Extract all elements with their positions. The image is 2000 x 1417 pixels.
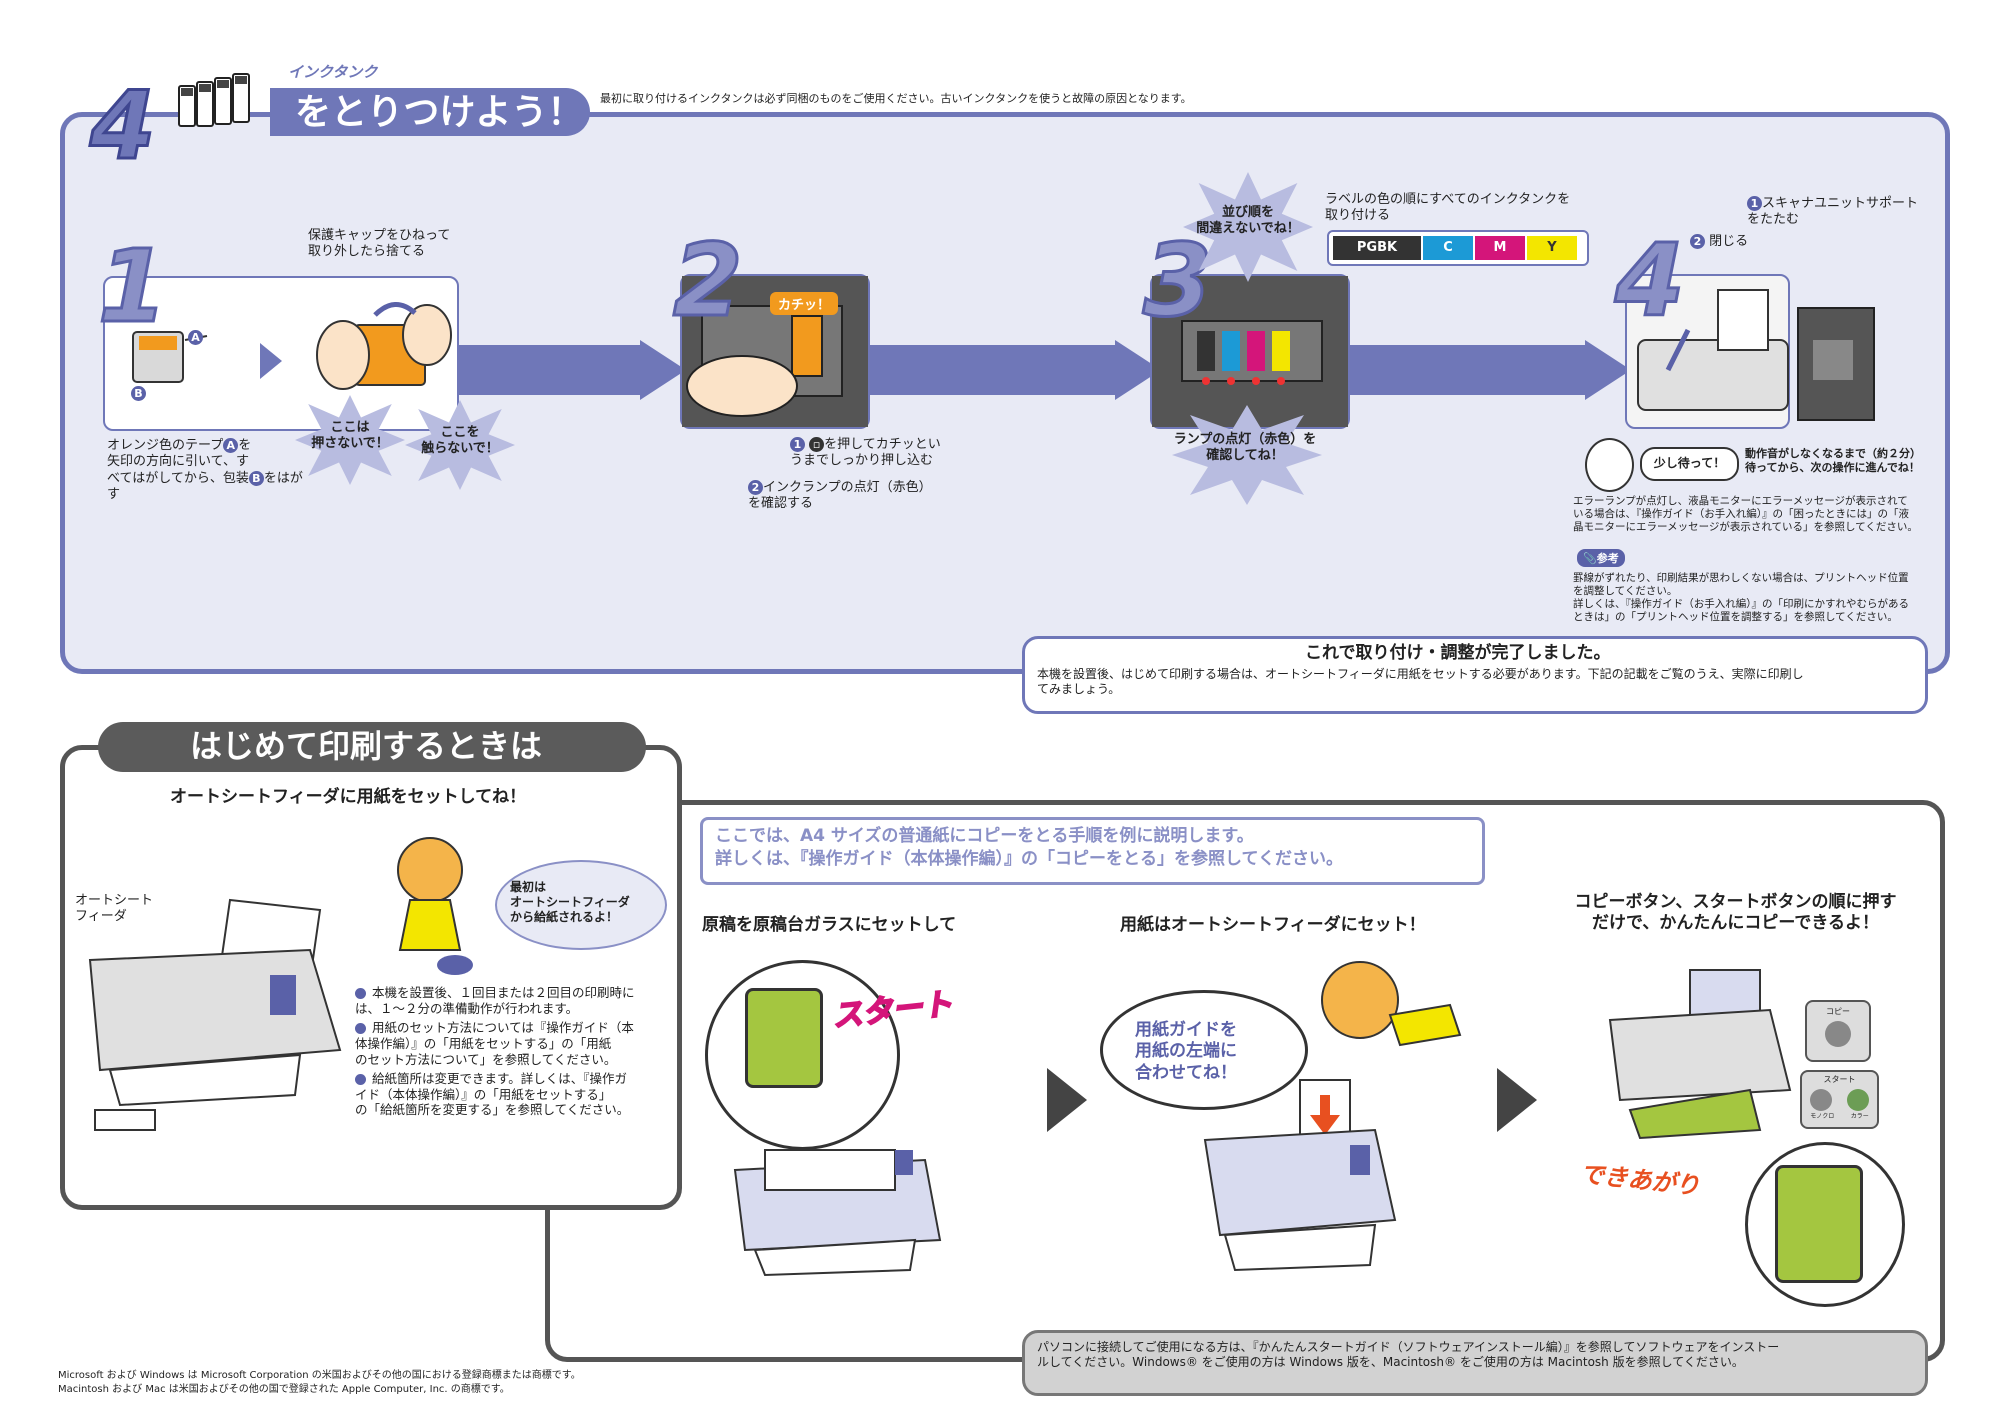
burst-dont-touch <box>405 400 515 490</box>
label-note: ラベルの色の順にすべてのインクタンクを 取り付ける <box>1325 192 1571 224</box>
bullet-item: 用紙のセット方法については『操作ガイド（本 体操作編）』の「用紙をセットする」の… <box>355 1020 634 1067</box>
flow-arrow-1 <box>455 345 645 395</box>
hands-illustration <box>316 302 452 390</box>
step4-illustration <box>1637 289 1875 421</box>
printer-illustration <box>88 898 342 1131</box>
first-print-bullets: 本機を設置後、１回目または２回目の印刷時に は、１～２分の準備動作が行われます。… <box>355 985 675 1118</box>
completion-title: これで取り付け・調整が完了しました。 <box>1305 643 1611 663</box>
tape-mark-b: B <box>131 386 146 401</box>
copy-arrow-2 <box>1497 1068 1537 1132</box>
color-order-strip: PGBK C M Y <box>1327 230 1589 266</box>
burst-order <box>1183 172 1313 282</box>
mono-start-button[interactable] <box>1809 1089 1832 1111</box>
burst-dont-press <box>295 395 405 485</box>
first-print-title-bar <box>98 722 646 772</box>
wait-note: 動作音がしなくなるまで（約２分） 待ってから、次の操作に進んでね！ <box>1745 447 1921 474</box>
step3-number: 3 <box>1142 221 1215 341</box>
footer-line-2: Macintosh および Mac は米国およびその他の国で登録された Appl… <box>58 1384 510 1395</box>
copied-document <box>1775 1165 1863 1283</box>
guide-bubble-text: 用紙ガイドを 用紙の左端に 合わせてね！ <box>1135 1020 1237 1083</box>
color-c: C <box>1423 236 1473 260</box>
step2-instruction-1: 1 ▫を押してカチッとい うまでしっかり押し込む <box>790 437 941 469</box>
burst-lamp <box>1172 405 1322 505</box>
flow-arrow-1-head <box>640 340 686 400</box>
first-print-bubble <box>495 860 667 950</box>
ink-tank-label: インクタンク <box>288 63 378 81</box>
install-title-bar <box>270 88 590 136</box>
copy-info-box <box>700 817 1485 885</box>
reference-note: 罫線がずれたり、印刷結果が思わしくない場合は、プリントヘッド位置 を調整してくだ… <box>1573 572 1909 624</box>
copy-step2-title: 用紙はオートシートフィーダにセット！ <box>1120 915 1426 935</box>
step1-number: 1 <box>97 227 170 347</box>
error-note: エラーランプが点灯し、液晶モニターにエラーメッセージが表示されて いる場合は、『… <box>1573 495 1918 534</box>
character-icon <box>1585 438 1634 492</box>
character-illustration-2 <box>1321 961 1462 1047</box>
color-pgbk: PGBK <box>1333 236 1421 260</box>
character-illustration-1 <box>397 837 473 975</box>
copy-button[interactable]: コピー <box>1805 1000 1871 1062</box>
pc-note-box <box>1022 1330 1928 1396</box>
flow-arrow-3-head <box>1585 340 1631 400</box>
copy-printer-1 <box>733 1149 942 1277</box>
copy-button-icon <box>1825 1021 1851 1047</box>
feeder-label: オートシート フィーダ <box>75 893 154 925</box>
step2-number: 2 <box>672 221 745 341</box>
burst-lamp-text: ランプの点灯（赤色）を 確認してね！ <box>1173 432 1317 464</box>
wait-bubble: 少し待って！ <box>1640 447 1739 481</box>
start-panel: スタート モノクロ カラー <box>1800 1070 1879 1129</box>
cap-note: 保護キャップをひねって 取り外したら捨てる <box>308 228 451 260</box>
step3-illustration <box>1152 276 1348 427</box>
first-print-subtitle: オートシートフィーダに用紙をセットしてね！ <box>170 787 527 807</box>
flow-arrow-3 <box>1340 345 1590 395</box>
push-icon: ▫ <box>809 437 825 452</box>
install-title: をとりつけよう！ <box>295 92 584 133</box>
first-print-title: はじめて印刷するときは <box>190 727 543 765</box>
original-document <box>745 988 823 1088</box>
burst-order-text: 並び順を 間違えないでね！ <box>1196 205 1300 237</box>
copy-step1-title: 原稿を原稿台ガラスにセットして <box>702 915 957 935</box>
completion-text: 本機を設置後、はじめて印刷する場合は、オートシートフィーダに用紙をセットする必要… <box>1037 667 1804 696</box>
first-print-bubble-text: 最初は オートシートフィーダ から給紙されるよ！ <box>510 880 630 924</box>
bullet-item: 本機を設置後、１回目または２回目の印刷時に は、１～２分の準備動作が行われます。 <box>355 985 635 1016</box>
copy-printer-2 <box>1203 1079 1397 1272</box>
install-notice: 最初に取り付けるインクタンクは必ず同梱のものをご使用ください。古いインクタンクを… <box>600 92 1192 105</box>
guide-bubble-shape <box>1100 990 1308 1110</box>
step4-number: 4 <box>1614 221 1687 341</box>
color-m: M <box>1475 236 1525 260</box>
tape-mark-a: A <box>188 330 203 345</box>
ink-tank-icon <box>178 73 250 127</box>
copy-printer-3 <box>1608 969 1792 1140</box>
paperclip-icon: 📎 <box>1583 552 1597 565</box>
mono-label: モノクロ <box>1810 1113 1835 1120</box>
color-label: カラー <box>1850 1113 1869 1120</box>
close-instruction: 2 閉じる <box>1690 234 1748 250</box>
copy-step3-title: コピーボタン、スタートボタンの順に押す だけで、かんたんにコピーできるよ！ <box>1574 892 1897 934</box>
bullet-item: 給紙箇所は変更できます。詳しくは、『操作ガ イド（本体操作編）』の「用紙をセット… <box>355 1071 630 1118</box>
burst-dont-touch-text: ここを 触らないで！ <box>421 425 499 457</box>
completion-box <box>1022 636 1928 714</box>
pc-note: パソコンに接続してご使用になる方は、『かんたんスタートガイド（ソフトウェアインス… <box>1037 1340 1780 1369</box>
burst-dont-press-text: ここは 押さないで！ <box>311 420 389 452</box>
flow-arrow-2 <box>870 345 1120 395</box>
color-y: Y <box>1527 236 1577 260</box>
click-label: カチッ！ <box>770 292 839 315</box>
copy-arrow-1 <box>1047 1068 1087 1132</box>
footer-line-1: Microsoft および Windows は Microsoft Corpor… <box>58 1370 581 1381</box>
step1-inner-arrow <box>260 343 282 379</box>
color-start-button[interactable] <box>1847 1089 1870 1111</box>
reference-badge: 📎参考 <box>1577 549 1625 567</box>
section-number: 4 <box>88 71 156 183</box>
copy-info-text: ここでは、A4 サイズの普通紙にコピーをとる手順を例に説明します。 詳しくは、『… <box>715 826 1343 869</box>
